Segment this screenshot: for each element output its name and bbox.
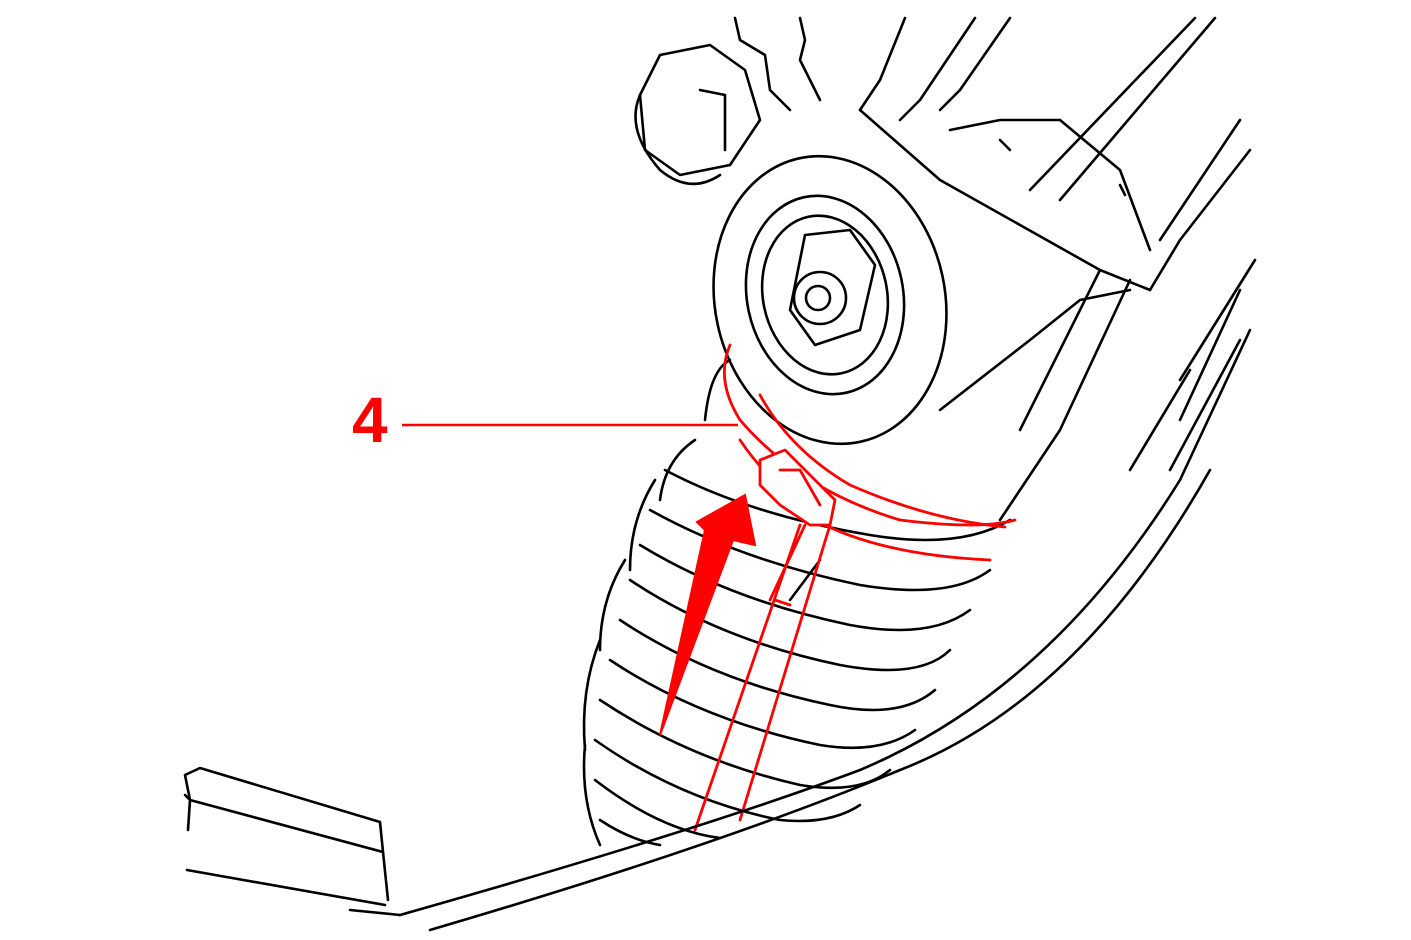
fender-curve [398, 288, 1252, 932]
dust-boot-bellows [582, 358, 1012, 847]
upper-mount [712, 154, 948, 446]
frame-strut [733, 16, 1257, 522]
hex-bolt [634, 43, 762, 186]
direction-arrow [659, 493, 757, 736]
callout-number-label: 4 [352, 384, 388, 456]
cable-tie [693, 448, 837, 832]
footrest-block [183, 766, 402, 917]
